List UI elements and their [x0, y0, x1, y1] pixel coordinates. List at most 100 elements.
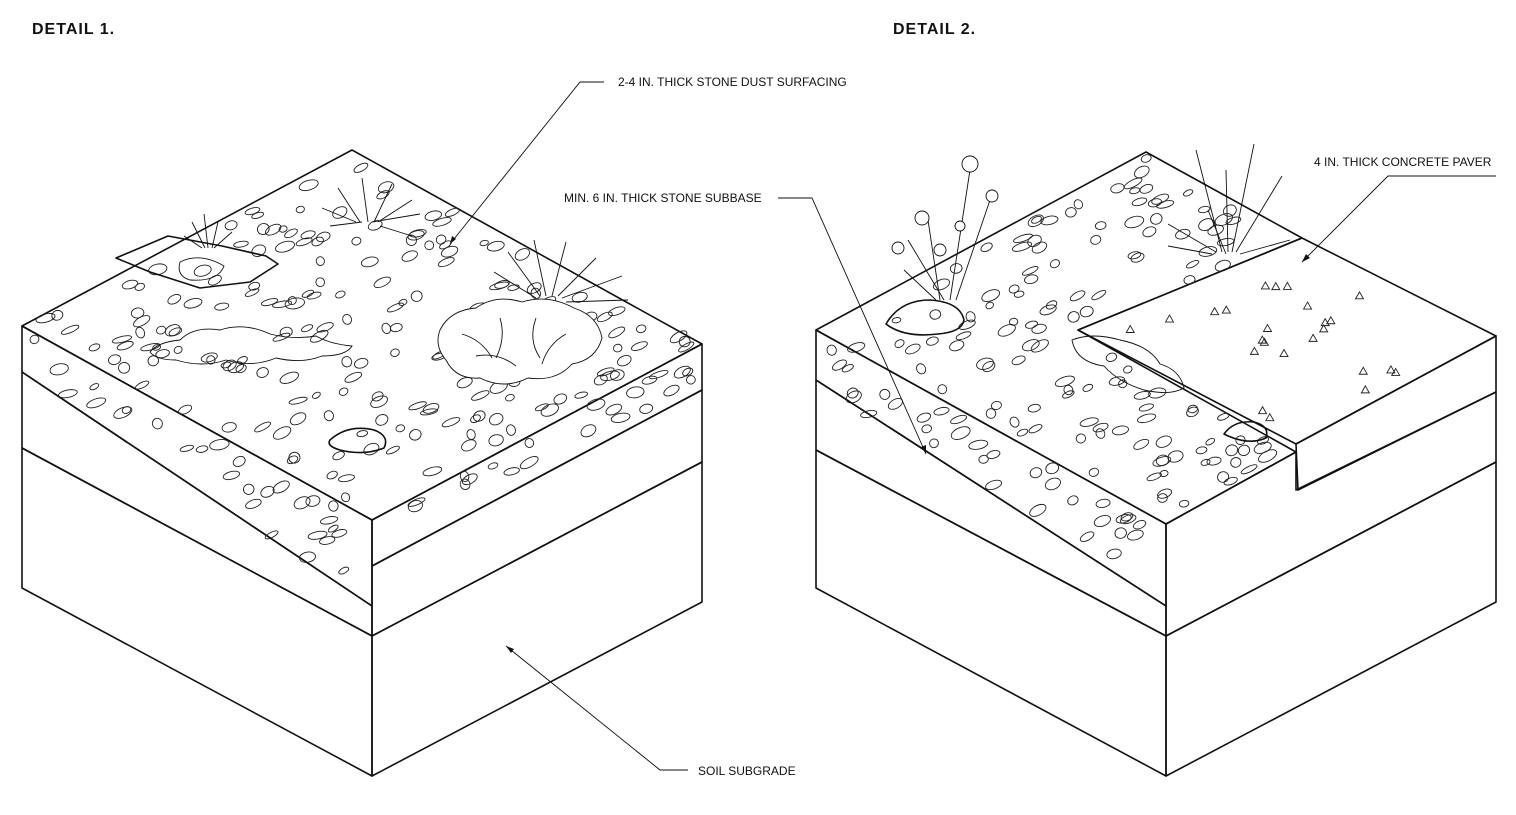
- pebble: [121, 279, 139, 290]
- pebble: [1030, 339, 1049, 353]
- pebble: [1200, 458, 1211, 466]
- pebble: [1175, 228, 1191, 240]
- pebble: [669, 330, 688, 344]
- pebble: [1225, 444, 1239, 457]
- pebble: [389, 323, 403, 333]
- pebble: [639, 403, 654, 414]
- pebble: [151, 417, 163, 430]
- pebble: [1198, 205, 1211, 214]
- pebble: [985, 479, 1003, 491]
- pebble: [1130, 252, 1145, 263]
- pebble: [1111, 425, 1129, 436]
- callout-subgrade: SOIL SUBGRADE: [505, 645, 796, 778]
- pebble: [1069, 290, 1086, 302]
- pebble: [193, 264, 212, 277]
- detail-2-soil-right: [1165, 461, 1497, 777]
- pebble: [407, 500, 423, 513]
- pebble: [894, 339, 905, 348]
- pebble: [905, 343, 921, 355]
- pebble: [89, 383, 100, 391]
- aggregate-triangle: [1360, 384, 1371, 394]
- pebble: [272, 480, 290, 494]
- pebble: [832, 359, 847, 371]
- pebble: [503, 467, 520, 476]
- pebble: [1079, 531, 1095, 543]
- pebble: [1235, 435, 1246, 445]
- pebble: [1240, 464, 1258, 475]
- pebble: [1237, 444, 1251, 457]
- pebble: [338, 566, 350, 575]
- pebble: [600, 370, 620, 382]
- pebble: [147, 355, 160, 367]
- pebble: [1206, 456, 1222, 466]
- aggregate-triangle: [1262, 323, 1273, 332]
- pebble: [140, 342, 161, 352]
- pebble: [320, 516, 339, 525]
- pebble: [323, 410, 335, 422]
- detail-2-title: DETAIL 2.: [893, 21, 976, 38]
- pebble: [1008, 317, 1019, 326]
- pebble: [1148, 387, 1167, 399]
- pebble: [221, 422, 237, 433]
- pebble: [200, 352, 218, 363]
- pebble: [398, 298, 408, 306]
- pebble: [473, 410, 486, 422]
- pebble: [1127, 251, 1142, 260]
- pebble: [682, 367, 694, 377]
- pebble: [933, 278, 950, 291]
- pebble: [410, 290, 423, 302]
- detail-2-groundcover-patch: [1071, 335, 1185, 393]
- detail-2-rock-small: [1223, 420, 1268, 442]
- pebble: [1027, 234, 1042, 248]
- detail-1-block: [21, 149, 703, 777]
- pebble: [678, 335, 691, 348]
- pebble: [459, 478, 471, 491]
- pebble: [1025, 320, 1038, 329]
- pebble: [553, 393, 568, 405]
- pebble: [1147, 198, 1162, 208]
- pebble: [686, 375, 696, 385]
- pebble: [405, 234, 417, 246]
- pebble: [307, 530, 328, 540]
- pebble: [375, 414, 389, 426]
- pebble: [950, 414, 968, 425]
- pebble: [360, 256, 379, 268]
- pebble: [982, 361, 996, 373]
- pebble: [208, 274, 222, 286]
- pebble: [156, 325, 167, 335]
- pebble: [1146, 472, 1162, 482]
- pebble: [332, 451, 345, 461]
- detail-2-stone-dust-left: [815, 329, 1167, 607]
- pebble: [1159, 469, 1169, 478]
- pebble: [310, 329, 329, 343]
- pebble: [1021, 339, 1040, 352]
- pebble: [519, 456, 539, 470]
- pebble: [1223, 476, 1238, 486]
- pebble: [408, 401, 427, 411]
- pebble: [315, 256, 325, 266]
- detail-2-pebbles: [826, 154, 1278, 560]
- pebble: [596, 311, 613, 323]
- pebble: [419, 408, 439, 416]
- pebble: [401, 250, 418, 262]
- pebble: [610, 412, 631, 423]
- pebble: [265, 223, 282, 236]
- pebble: [88, 343, 101, 352]
- pebble: [461, 473, 478, 486]
- pebble: [1088, 467, 1100, 477]
- aggregate-triangle: [1320, 317, 1330, 327]
- pebble: [617, 355, 632, 367]
- pebble: [673, 365, 691, 379]
- pebble: [284, 228, 298, 239]
- pebble: [1031, 323, 1047, 334]
- pebble: [494, 280, 510, 289]
- pebble: [1011, 355, 1026, 366]
- detail-1-subbase-right: [371, 389, 703, 637]
- pebble: [1031, 215, 1042, 224]
- pebble: [440, 245, 459, 258]
- aggregate-triangle: [1326, 315, 1336, 325]
- pebble: [678, 341, 695, 353]
- pebble: [965, 311, 976, 323]
- pebble: [486, 240, 505, 252]
- aggregate-triangle: [1302, 301, 1313, 310]
